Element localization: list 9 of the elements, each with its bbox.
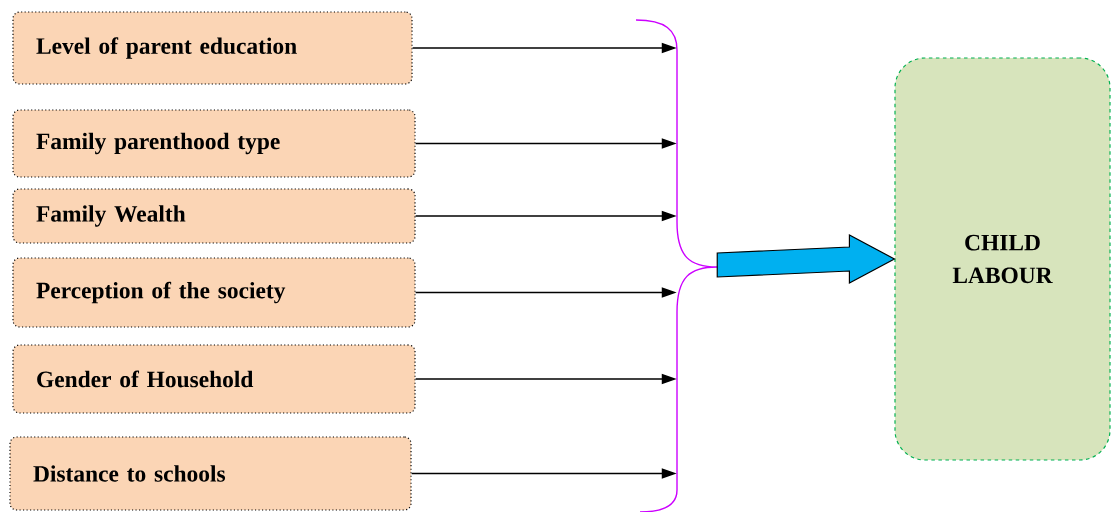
factor-box: Gender of Household	[12, 344, 416, 414]
block-arrow	[716, 234, 896, 284]
outcome-box: CHILD LABOUR	[894, 57, 1111, 461]
brace	[635, 19, 718, 512]
factor-box: Perception of the society	[12, 257, 416, 328]
factor-box: Level of parent education	[12, 11, 413, 85]
factor-box: Distance to schools	[9, 436, 412, 511]
factor-box: Family Wealth	[12, 188, 416, 244]
factor-box: Family parenthood type	[12, 109, 416, 178]
